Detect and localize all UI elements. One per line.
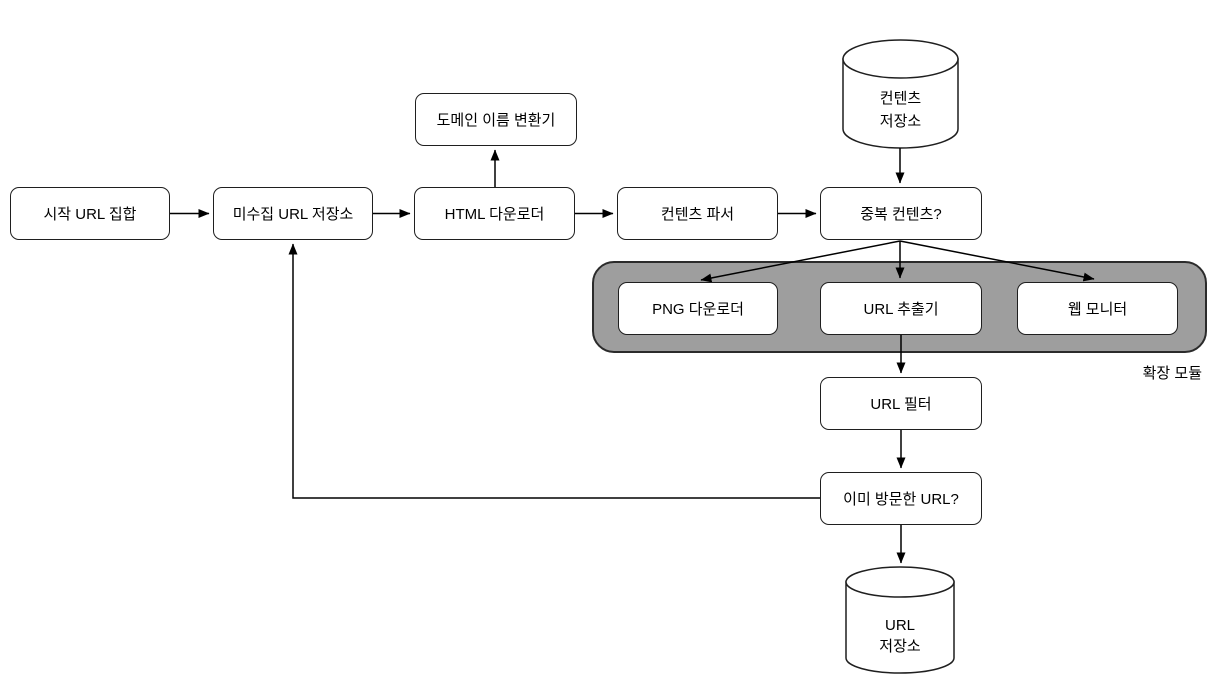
url-storage-line2: 저장소: [879, 638, 921, 655]
node-label: 미수집 URL 저장소: [232, 206, 354, 223]
node-label: 시작 URL 집합: [43, 206, 137, 223]
node-content-parser: 컨텐츠 파서: [617, 187, 778, 240]
node-unfetched-url-store: 미수집 URL 저장소: [213, 187, 373, 240]
url-storage-line1: URL: [884, 617, 915, 634]
node-duplicate-content-check: 중복 컨텐츠?: [820, 187, 982, 240]
extension-module-label: 확장 모듈: [1142, 365, 1202, 382]
content-storage-line2: 저장소: [879, 113, 922, 130]
node-html-downloader: HTML 다운로더: [414, 187, 575, 240]
node-label: PNG 다운로더: [652, 301, 744, 318]
node-label: HTML 다운로더: [444, 206, 545, 223]
node-label: 이미 방문한 URL?: [843, 491, 959, 508]
node-url-filter: URL 필터: [820, 377, 982, 430]
node-start-url-set: 시작 URL 집합: [10, 187, 170, 240]
node-domain-name-resolver: 도메인 이름 변환기: [415, 93, 577, 146]
content-storage-line1: 컨텐츠: [879, 90, 922, 107]
url-storage-label: URL 저장소: [846, 612, 954, 660]
node-label: URL 필터: [870, 396, 932, 413]
node-png-downloader: PNG 다운로더: [618, 282, 778, 335]
node-label: 컨텐츠 파서: [660, 206, 735, 223]
node-label: 웹 모니터: [1067, 301, 1128, 318]
node-url-extractor: URL 추출기: [820, 282, 982, 335]
node-label: 도메인 이름 변환기: [436, 112, 556, 129]
node-label: 중복 컨텐츠?: [860, 206, 942, 223]
node-web-monitor: 웹 모니터: [1017, 282, 1178, 335]
content-storage-label: 컨텐츠 저장소: [843, 82, 958, 138]
node-label: URL 추출기: [863, 301, 939, 318]
node-visited-url-check: 이미 방문한 URL?: [820, 472, 982, 525]
